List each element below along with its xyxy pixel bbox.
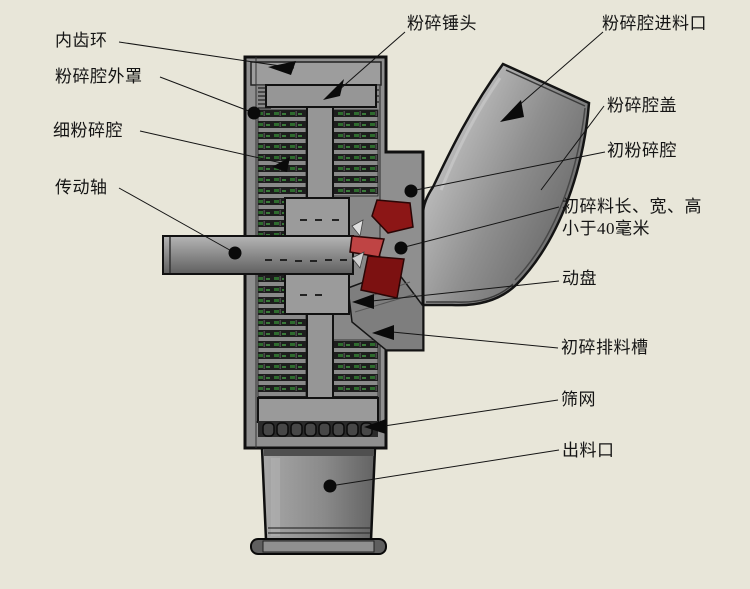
feed-pipe — [421, 62, 591, 307]
leader-moving-disc — [371, 280, 560, 302]
moving-disc — [349, 199, 414, 299]
label-primary-crushing-chamber: 初粉碎腔 — [607, 141, 677, 160]
leader-outer-cover — [159, 76, 255, 114]
callout-arrow-hammer-head — [323, 79, 344, 100]
callout-dot-drive-shaft — [228, 246, 242, 260]
label-discharge-outlet: 出料口 — [562, 441, 615, 460]
upper-hub — [284, 197, 350, 237]
leader-material-size — [400, 206, 560, 249]
discharge-outlet — [250, 446, 387, 555]
leader-hammer-head — [338, 31, 406, 91]
leader-discharge-chute — [391, 331, 559, 349]
callout-dot-outer-cover — [247, 106, 261, 120]
leader-primary-chamber — [410, 151, 606, 192]
callout-dot-primary-chamber — [404, 184, 418, 198]
label-primary-material-size: 初碎料长、宽、高 小于40毫米 — [562, 197, 702, 238]
bottom-bar — [257, 397, 379, 423]
callout-arrow-feed-inlet — [500, 100, 524, 122]
leader-chamber-cover — [540, 105, 605, 191]
leader-screen-mesh — [383, 399, 559, 427]
lower-stem — [306, 313, 334, 399]
callout-arrow-moving-disc — [352, 294, 374, 309]
leader-outlet — [329, 449, 560, 487]
callout-dot-outlet — [323, 479, 337, 493]
label-inner-gear-ring: 内齿环 — [55, 31, 108, 50]
label-crushing-chamber-outer-cover: 粉碎腔外罩 — [55, 67, 143, 86]
callout-dot-material-size — [394, 241, 408, 255]
callout-dots — [228, 106, 418, 493]
label-primary-discharge-chute: 初碎排料槽 — [561, 338, 649, 357]
drive-shaft — [162, 197, 354, 399]
label-crushing-chamber-feed-inlet: 粉碎腔进料口 — [602, 14, 707, 33]
leader-drive-shaft — [118, 187, 236, 254]
callout-arrow-screen-mesh — [364, 419, 386, 434]
label-screen-mesh: 筛网 — [561, 390, 596, 409]
screen-mesh — [257, 397, 379, 437]
hammer-head — [265, 84, 377, 199]
top-cover-band — [250, 61, 382, 86]
leader-feed-inlet — [516, 31, 604, 108]
label-fine-crushing-chamber: 细粉碎腔 — [53, 121, 123, 140]
leader-fine-chamber — [139, 130, 287, 165]
label-crushing-chamber-cover: 粉碎腔盖 — [607, 96, 677, 115]
callout-arrow-inner-gear-ring — [268, 61, 296, 75]
callout-arrows — [268, 61, 524, 434]
leader-inner-gear-ring — [118, 41, 295, 69]
label-moving-disc: 动盘 — [562, 269, 597, 288]
leader-lines — [118, 31, 606, 487]
shaft-cylinder — [162, 235, 354, 275]
callout-arrow-discharge-chute — [372, 325, 394, 340]
callout-arrow-fine-chamber — [272, 157, 290, 172]
label-crushing-hammer-head: 粉碎锤头 — [407, 14, 477, 33]
label-drive-shaft: 传动轴 — [55, 178, 108, 197]
